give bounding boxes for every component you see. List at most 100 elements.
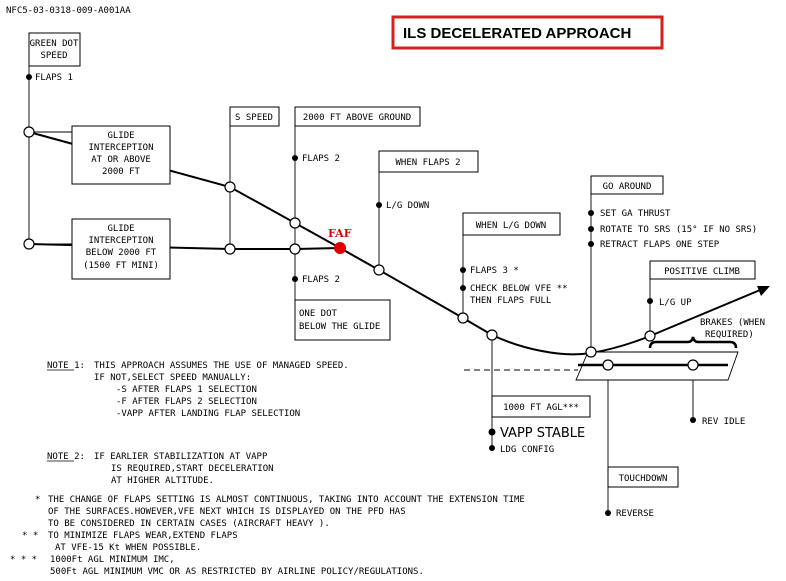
- check-vfe-bullet: [460, 285, 466, 291]
- glide-below-line4: (1500 FT MINI): [83, 261, 159, 271]
- rev-idle-bullet: [690, 417, 696, 423]
- green-dot-box: [28, 32, 81, 67]
- footnote1-line2: OF THE SURFACES.HOWEVER,VFE NEXT WHICH I…: [48, 507, 406, 517]
- reverse-bullet: [605, 510, 611, 516]
- flaps2-upper-bullet: [292, 155, 298, 161]
- when-flaps2-label: WHEN FLAPS 2: [395, 158, 460, 168]
- footnote1-mark: *: [35, 495, 40, 505]
- ga-step1: SET GA THRUST: [600, 209, 671, 219]
- note1-line1: THIS APPROACH ASSUMES THE USE OF MANAGED…: [94, 361, 349, 371]
- node-rev-idle: [687, 359, 699, 371]
- ga-step2: ROTATE TO SRS (15° IF NO SRS): [600, 225, 757, 235]
- footnote1-line1: THE CHANGE OF FLAPS SETTING IS ALMOST CO…: [48, 495, 525, 505]
- flaps2-upper-label: FLAPS 2: [302, 154, 340, 164]
- s-speed-label: S SPEED: [235, 113, 273, 123]
- note1-line2: IF NOT,SELECT SPEED MANUALLY:: [94, 373, 251, 383]
- ldg-config-label: LDG CONFIG: [500, 445, 554, 455]
- above-ground-label: 2000 FT ABOVE GROUND: [303, 113, 411, 123]
- rev-idle-label: REV IDLE: [702, 417, 745, 427]
- glide-above-line3: AT OR ABOVE: [91, 155, 151, 165]
- note1-line5: -VAPP AFTER LANDING FLAP SELECTION: [116, 409, 300, 419]
- footnote3-line2: 500Ft AGL MINIMUM VMC OR AS RESTRICTED B…: [50, 567, 424, 577]
- above-ground-box: [294, 106, 421, 127]
- agl-1000-box: [491, 395, 591, 418]
- brakes-brace: [648, 336, 738, 349]
- node-s-speed-upper: [224, 181, 236, 193]
- one-dot-line2: BELOW THE GLIDE: [299, 322, 380, 332]
- agl-1000-label: 1000 FT AGL***: [503, 403, 579, 413]
- ga-step3-bullet: [588, 241, 594, 247]
- node-touchdown: [602, 359, 614, 371]
- lg-up-label: L/G UP: [659, 298, 692, 308]
- faf-label: FAF: [328, 227, 352, 240]
- footnote1-line3: TO BE CONSIDERED IN CERTAIN CASES (AIRCR…: [48, 519, 330, 529]
- flaps2-lower-label: FLAPS 2: [302, 275, 340, 285]
- lg-down-label: L/G DOWN: [386, 201, 429, 211]
- node-s-speed-lower: [224, 243, 236, 255]
- node-1000ft: [486, 329, 498, 341]
- positive-climb-label: POSITIVE CLIMB: [664, 267, 740, 277]
- note1-line3: -S AFTER FLAPS 1 SELECTION: [116, 385, 257, 395]
- glide-below-box: [71, 218, 171, 280]
- flaps3-bullet: [460, 267, 466, 273]
- when-flaps2-box: [378, 150, 479, 173]
- reverse-label: REVERSE: [616, 509, 654, 519]
- footnote2-line2: AT VFE-15 Kt WHEN POSSIBLE.: [55, 543, 201, 553]
- node-flaps2-lower: [289, 243, 301, 255]
- touchdown-box: [607, 466, 679, 488]
- footnote2-line1: TO MINIMIZE FLAPS WEAR,EXTEND FLAPS: [48, 531, 238, 541]
- footnote3-line1: 1000Ft AGL MINIMUM IMC,: [50, 555, 175, 565]
- glide-above-box: [71, 125, 171, 185]
- glide-above-line1: GLIDE: [107, 131, 134, 141]
- node-when-lg-down: [457, 312, 469, 324]
- positive-climb-box: [649, 260, 756, 280]
- touchdown-label: TOUCHDOWN: [619, 474, 668, 484]
- note2-line1: IF EARLIER STABILIZATION AT VAPP: [94, 452, 268, 462]
- note2-line3: AT HIGHER ALTITUDE.: [111, 476, 214, 486]
- note2-line2: IS REQUIRED,START DECELERATION: [111, 464, 274, 474]
- node-flaps2-upper: [289, 217, 301, 229]
- glide-below-line2: INTERCEPTION: [88, 236, 153, 246]
- note1-label: NOTE 1:: [47, 361, 85, 371]
- glide-below-line3: BELOW 2000 FT: [86, 248, 157, 258]
- s-speed-box: [229, 106, 280, 127]
- one-dot-box: [294, 299, 391, 341]
- faf-marker: [334, 242, 346, 254]
- node-go-around: [585, 346, 597, 358]
- ga-step3: RETRACT FLAPS ONE STEP: [600, 240, 720, 250]
- green-dot-line1: GREEN DOT: [30, 39, 79, 49]
- flaps1-label: FLAPS 1: [35, 73, 73, 83]
- one-dot-line1: ONE DOT: [299, 309, 338, 319]
- vapp-stable-bullet: [488, 428, 496, 436]
- go-around-label: GO AROUND: [603, 182, 652, 192]
- note2-label: NOTE 2:: [47, 452, 85, 462]
- title-box: [391, 15, 664, 50]
- lg-down-bullet: [376, 202, 382, 208]
- check-vfe-line1: CHECK BELOW VFE **: [470, 284, 568, 294]
- glide-above-line4: 2000 FT: [102, 167, 141, 177]
- flaps1-bullet: [26, 74, 32, 80]
- glide-below-line1: GLIDE: [107, 224, 134, 234]
- node-glide-above: [23, 126, 35, 138]
- node-when-flaps2: [373, 264, 385, 276]
- flaps2-lower-bullet: [292, 276, 298, 282]
- footnote2-mark: * *: [22, 531, 38, 541]
- green-dot-line2: SPEED: [40, 51, 67, 61]
- when-lg-down-box: [462, 212, 561, 236]
- check-vfe-line2: THEN FLAPS FULL: [470, 296, 551, 306]
- doc-code: NFC5-03-0318-009-A001AA: [6, 6, 131, 16]
- brakes-line2: REQUIRED): [705, 330, 754, 340]
- brakes-line1: BRAKES (WHEN: [700, 318, 765, 328]
- glide-above-line2: INTERCEPTION: [88, 143, 153, 153]
- footnote3-mark: * * *: [10, 555, 37, 565]
- vapp-stable-label: VAPP STABLE: [500, 426, 585, 441]
- go-around-box: [590, 175, 664, 195]
- page-title: ILS DECELERATED APPROACH: [403, 25, 631, 42]
- note1-line4: -F AFTER FLAPS 2 SELECTION: [116, 397, 257, 407]
- node-positive-climb: [644, 330, 656, 342]
- lg-up-bullet: [647, 298, 653, 304]
- flaps3-label: FLAPS 3 *: [470, 266, 519, 276]
- ga-step1-bullet: [588, 210, 594, 216]
- ldg-config-bullet: [489, 445, 495, 451]
